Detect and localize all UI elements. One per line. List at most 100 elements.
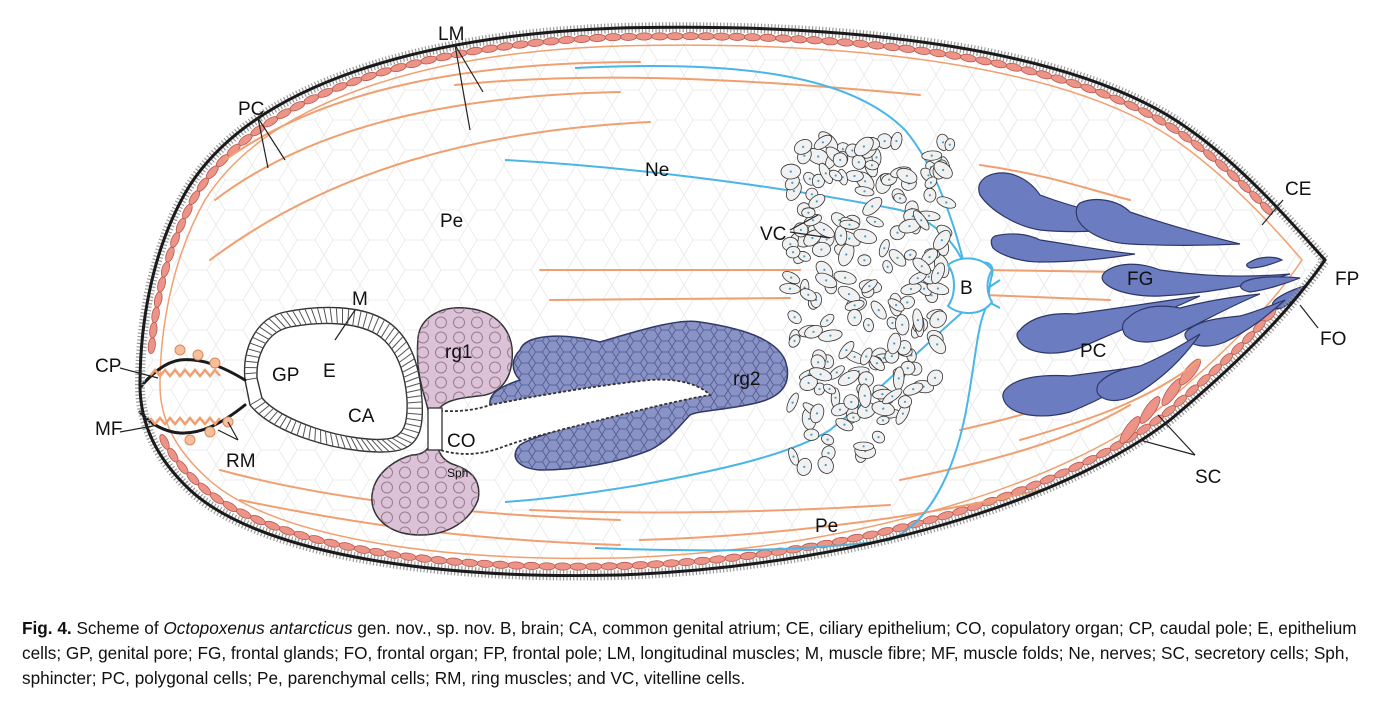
vitelline-cell-nucleus (834, 396, 837, 399)
label-RM: RM (226, 451, 256, 472)
vitelline-cell-nucleus (937, 318, 940, 321)
epithelium-tick (324, 431, 328, 445)
epithelium-tick (263, 322, 278, 333)
vitelline-cell-nucleus (828, 387, 831, 391)
epithelium-tick (396, 346, 410, 359)
epithelium-tick (247, 348, 262, 354)
epithelium-tick (335, 433, 340, 448)
epithelium-tick (403, 370, 419, 378)
label-GP: GP (272, 365, 299, 386)
epithelium-tick (340, 434, 346, 449)
vitelline-cell-nucleus (788, 287, 792, 290)
vitelline-cell-nucleus (868, 285, 871, 288)
epithelium-tick (244, 372, 258, 375)
vitelline-cell-nucleus (851, 149, 854, 152)
secretory-cell (523, 561, 540, 570)
secretory-cell (1139, 396, 1161, 424)
vitelline-cell-nucleus (928, 214, 931, 217)
vitelline-cell-nucleus (877, 309, 880, 312)
label-FP: FP (1335, 269, 1359, 290)
vitelline-cell-nucleus (929, 181, 933, 184)
vitelline-cell-nucleus (825, 238, 828, 241)
vitelline-cell-nucleus (853, 316, 856, 319)
worm-anatomy-diagram: LM PC Ne Pe VC CE FG FP B M E rg1 rg2 CP… (95, 22, 1359, 581)
vitelline-cell-nucleus (850, 400, 853, 404)
vitelline-cell-nucleus (844, 276, 847, 279)
epithelium-tick (329, 432, 334, 447)
vitelline-cell-nucleus (835, 371, 838, 374)
epithelium-tick (304, 308, 312, 325)
epithelium-tick (284, 418, 292, 431)
vitelline-cell-nucleus (792, 251, 795, 254)
secretory-cell (697, 32, 715, 41)
epithelium-tick (352, 309, 356, 326)
vitelline-cells (779, 131, 957, 476)
epithelium-tick (371, 316, 380, 333)
vitelline-cell-nucleus (826, 319, 829, 322)
label-FG: FG (1127, 269, 1153, 290)
vitelline-cell-nucleus (882, 357, 885, 360)
epithelium-tick (355, 437, 365, 452)
secretory-cell (600, 562, 618, 571)
vitelline-cell-nucleus (808, 177, 811, 180)
diagram-labels: LM PC Ne Pe VC CE FG FP B M E rg1 rg2 CP… (95, 24, 1359, 537)
epithelium-tick (310, 308, 318, 324)
vitelline-cell-nucleus (802, 145, 805, 148)
epithelium-tick (316, 307, 323, 324)
vitelline-cell-nucleus (815, 200, 818, 203)
label-Pe-top: Pe (440, 211, 463, 232)
vitelline-cell-nucleus (839, 158, 842, 161)
vitelline-cell-nucleus (928, 256, 931, 259)
vitelline-cell-nucleus (792, 189, 796, 193)
epithelium-tick (249, 397, 263, 406)
vitelline-cell-nucleus (803, 286, 806, 289)
vitelline-cell-nucleus (847, 293, 851, 296)
secretory-cell (744, 33, 761, 42)
vitelline-cell-nucleus (890, 355, 894, 358)
secretory-cell (569, 562, 587, 571)
epithelium-tick (404, 376, 420, 383)
epithelium-tick (323, 307, 328, 324)
epithelium-tick (314, 428, 316, 442)
vitelline-cell-nucleus (821, 141, 825, 144)
secretory-cell (616, 561, 633, 570)
epithelium-tick (362, 312, 368, 329)
epithelium-tick (405, 423, 421, 428)
inner-epidermis-line (159, 44, 1303, 560)
epithelium-tick (391, 336, 404, 350)
vitelline-cell-nucleus (923, 287, 926, 290)
epithelium-tick (263, 407, 274, 419)
vitelline-cell-nucleus (930, 294, 933, 297)
vitelline-cell-nucleus (864, 180, 867, 183)
vitelline-cell-nucleus (838, 219, 841, 222)
epithelium-tick (380, 322, 391, 338)
longitudinal-muscles (209, 61, 1201, 546)
vitelline-cell-nucleus (936, 272, 940, 275)
vitelline-cell-nucleus (896, 256, 899, 259)
vitelline-cell-nucleus (818, 387, 821, 391)
vitelline-cell-nucleus (883, 140, 886, 143)
vitelline-cell-nucleus (853, 355, 856, 359)
epithelium-tick (384, 326, 396, 342)
vitelline-cell-nucleus (857, 161, 860, 164)
secretory-cell (651, 32, 668, 41)
vitelline-cell-nucleus (867, 324, 870, 327)
epithelium-tick (268, 318, 282, 331)
label-PC-top: PC (238, 99, 264, 120)
epithelium-tick (273, 413, 283, 425)
vitelline-cell-nucleus (817, 361, 820, 364)
vitelline-cell-nucleus (886, 265, 889, 268)
epithelium-tick (268, 410, 279, 422)
epithelium-tick (329, 307, 333, 324)
vitelline-cell-nucleus (896, 231, 899, 234)
vitelline-cell-nucleus (811, 219, 815, 222)
vitelline-cell-nucleus (792, 455, 795, 458)
caption-text-rest: gen. nov., sp. nov. B, brain; CA, common… (22, 618, 1357, 688)
vitelline-cell-nucleus (826, 360, 829, 363)
vitelline-cell-nucleus (845, 253, 848, 256)
label-FO: FO (1320, 329, 1346, 350)
vitelline-cell-nucleus (820, 248, 823, 251)
epithelium-tick (249, 342, 264, 349)
vitelline-cell-nucleus (815, 412, 819, 415)
epithelium-tick (381, 438, 396, 452)
